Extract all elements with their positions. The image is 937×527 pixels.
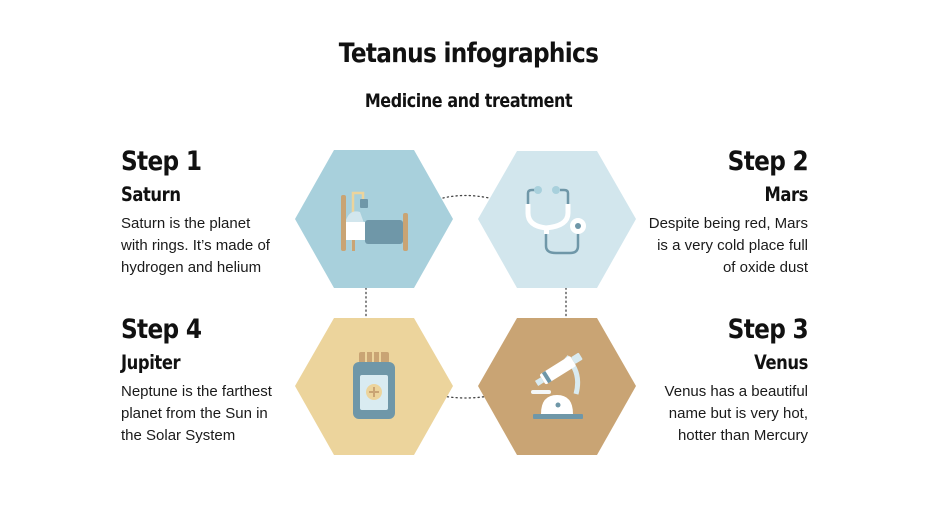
hexagon-step-4	[295, 318, 453, 455]
step-3-planet: Venus	[754, 351, 808, 374]
step-2-planet: Mars	[764, 183, 808, 206]
hexagon-step-1	[295, 150, 453, 288]
hexagon-step-2	[478, 151, 636, 288]
step-3-label: Step 3	[727, 314, 809, 345]
step-4-planet: Jupiter	[121, 351, 181, 374]
step-1-label: Step 1	[121, 146, 202, 177]
step-3-description: Venus has a beautiful name but is very h…	[664, 383, 808, 444]
step-2-block: Step 2 Mars Despite being red, Mars is a…	[608, 146, 809, 279]
step-4-label: Step 4	[121, 314, 202, 345]
step-2-label: Step 2	[727, 146, 809, 177]
page-subtitle: Medicine and treatment	[364, 90, 573, 112]
step-1-planet: Saturn	[121, 183, 181, 206]
stethoscope-icon	[525, 186, 586, 255]
step-2-description: Despite being red, Mars is a very cold p…	[648, 215, 808, 276]
medicine-bottle-icon	[353, 352, 395, 419]
step-1-block: Step 1 Saturn Saturn is the planet with …	[121, 146, 321, 279]
page-title: Tetanus infographics	[338, 38, 599, 69]
microscope-icon	[531, 352, 583, 419]
step-4-description: Neptune is the farthest planet from the …	[121, 383, 272, 444]
step-3-block: Step 3 Venus Venus has a beautiful name …	[608, 314, 809, 447]
step-4-block: Step 4 Jupiter Neptune is the farthest p…	[121, 314, 321, 447]
step-1-description: Saturn is the planet with rings. It’s ma…	[121, 215, 270, 276]
hospital-bed-icon	[341, 191, 408, 251]
hexagon-step-3	[478, 318, 636, 455]
